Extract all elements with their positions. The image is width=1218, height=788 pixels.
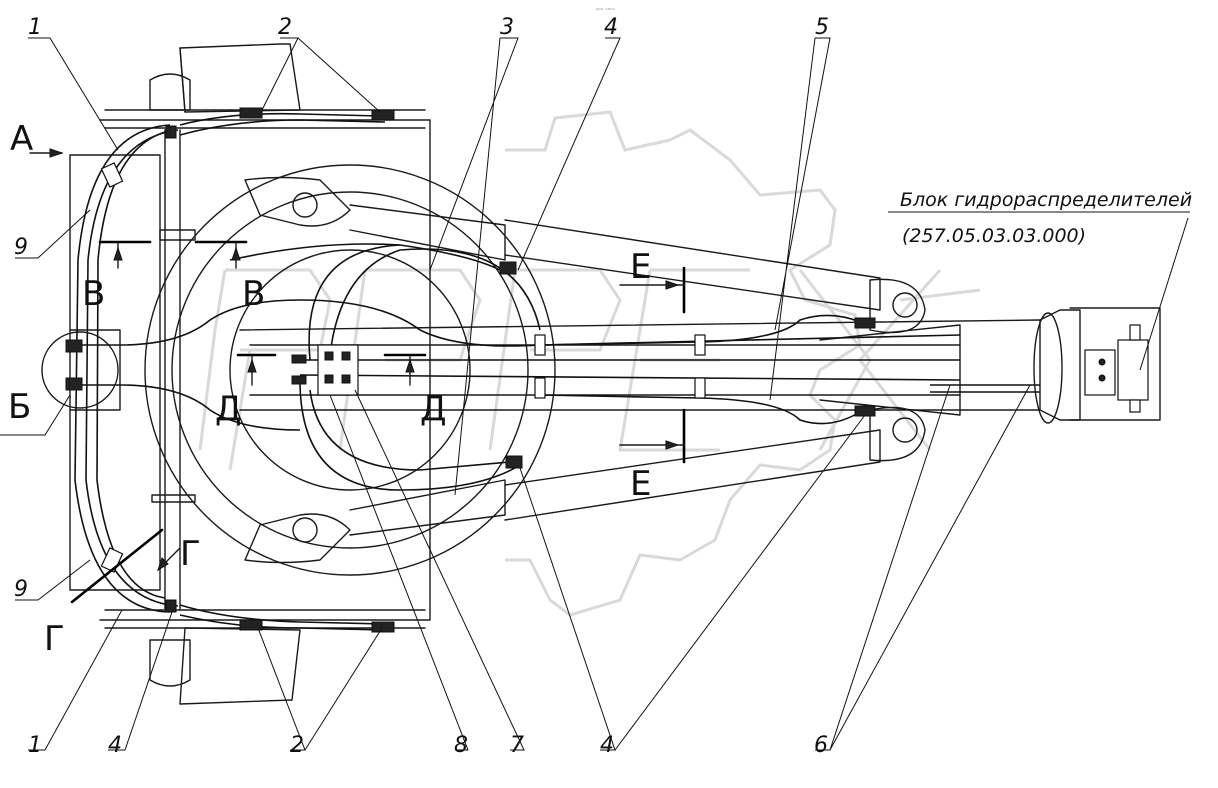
distributor-caption: Блок гидрораспределителей (257.05.03.03.… <box>888 189 1192 247</box>
callout-4-top: 4 <box>604 15 618 40</box>
callout-4-bottom-left: 4 <box>108 733 122 758</box>
caption-line-2: (257.05.03.03.000) <box>902 225 1086 247</box>
section-letter-g-right: Г <box>180 534 201 574</box>
callout-5-top: 5 <box>815 15 829 40</box>
callout-1-bottom: 1 <box>28 733 42 758</box>
watermark-small-mark: ᵍᵖᵒ ˢᵃᵘˣ <box>596 7 615 14</box>
section-letter-g-left: Г <box>44 619 65 659</box>
caption-line-1: Блок гидрораспределителей <box>900 189 1192 211</box>
section-letter-d-right: Д <box>420 389 447 429</box>
callout-numbers: 1 2 3 4 5 9 9 1 4 2 8 7 4 6 <box>14 15 829 758</box>
section-letter-d-left: Д <box>215 389 242 429</box>
watermark: ᵍᵖᵒ ˢᵃᵘˣ <box>198 7 981 617</box>
section-letters: А Б В В Г Г Д Д Е Е <box>8 119 651 659</box>
callout-2-bottom: 2 <box>290 733 304 758</box>
section-letter-e-bottom: Е <box>630 464 651 504</box>
section-letter-b: Б <box>8 387 31 427</box>
section-letter-e-top: Е <box>630 247 651 287</box>
frame <box>41 43 1041 705</box>
distributor-block <box>1033 217 1189 424</box>
callout-1-top: 1 <box>28 15 42 40</box>
callout-2-top: 2 <box>278 15 292 40</box>
section-letter-v-left: В <box>82 274 105 314</box>
callout-leaders <box>15 37 1031 751</box>
callout-6-bottom: 6 <box>814 733 828 758</box>
callout-4-bottom-mid: 4 <box>600 733 614 758</box>
callout-8-bottom: 8 <box>454 733 468 758</box>
hydraulic-hoses <box>65 107 1040 633</box>
section-markers <box>0 148 686 604</box>
callout-9-upper: 9 <box>14 235 28 260</box>
callout-7-bottom: 7 <box>510 733 524 758</box>
callout-9-lower: 9 <box>14 577 28 602</box>
section-letter-a: А <box>10 119 33 159</box>
callout-3-top: 3 <box>500 15 514 40</box>
section-letter-v-right: В <box>242 274 265 314</box>
